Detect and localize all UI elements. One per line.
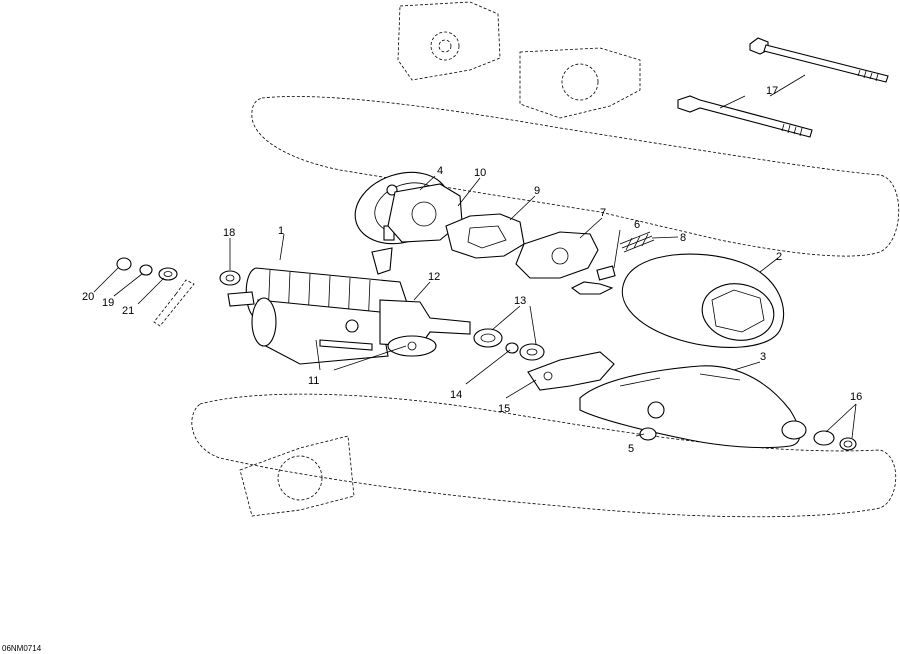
washer-11[interactable] (387, 335, 437, 357)
callout-18: 18 (223, 227, 235, 239)
callout-2: 2 (776, 251, 782, 263)
drive-housing-3[interactable] (579, 365, 807, 449)
bushing-5[interactable] (639, 427, 657, 441)
callout-17: 17 (766, 85, 778, 97)
callout-6: 6 (634, 219, 640, 231)
callout-12: 12 (428, 271, 440, 283)
callout-7: 7 (600, 207, 606, 219)
bushing-cap[interactable] (371, 247, 393, 275)
drawing-code: 06NM0714 (2, 644, 42, 653)
callout-labels: 17 4 10 9 7 6 8 2 1 18 12 13 14 15 11 3 … (82, 85, 862, 455)
engine-outline-lower (191, 393, 897, 518)
bearing-13[interactable] (473, 328, 545, 361)
callout-3: 3 (760, 351, 766, 363)
long-bolt-17[interactable] (677, 37, 889, 138)
stud-21[interactable] (153, 279, 195, 327)
callout-9: 9 (534, 185, 540, 197)
brush-holder-7[interactable] (515, 231, 599, 279)
callout-14: 14 (450, 389, 462, 401)
callout-5: 5 (628, 443, 634, 455)
washer-21[interactable] (158, 267, 178, 281)
callout-20: 20 (82, 291, 94, 303)
leader-lines (93, 74, 857, 439)
engine-outline-upper (251, 1, 899, 257)
nut-20[interactable] (116, 257, 132, 271)
gasket-9[interactable] (445, 213, 525, 259)
callout-19: 19 (102, 297, 114, 309)
callout-16: 16 (850, 391, 862, 403)
callout-8: 8 (680, 232, 686, 244)
callout-1: 1 (278, 225, 284, 237)
callout-4: 4 (437, 165, 443, 177)
spring-8[interactable] (619, 231, 655, 253)
callout-13: 13 (514, 295, 526, 307)
bushings-16[interactable] (813, 430, 857, 451)
starter-motor-1[interactable] (227, 267, 471, 365)
callout-10: 10 (474, 167, 486, 179)
nut-18[interactable] (219, 270, 241, 286)
washer-19[interactable] (139, 264, 153, 276)
callout-21: 21 (122, 305, 134, 317)
brush-6[interactable] (570, 265, 616, 295)
housing-2[interactable] (621, 253, 785, 348)
callout-11: 11 (308, 375, 319, 387)
callout-15: 15 (498, 403, 510, 415)
bracket-15[interactable] (527, 351, 615, 391)
